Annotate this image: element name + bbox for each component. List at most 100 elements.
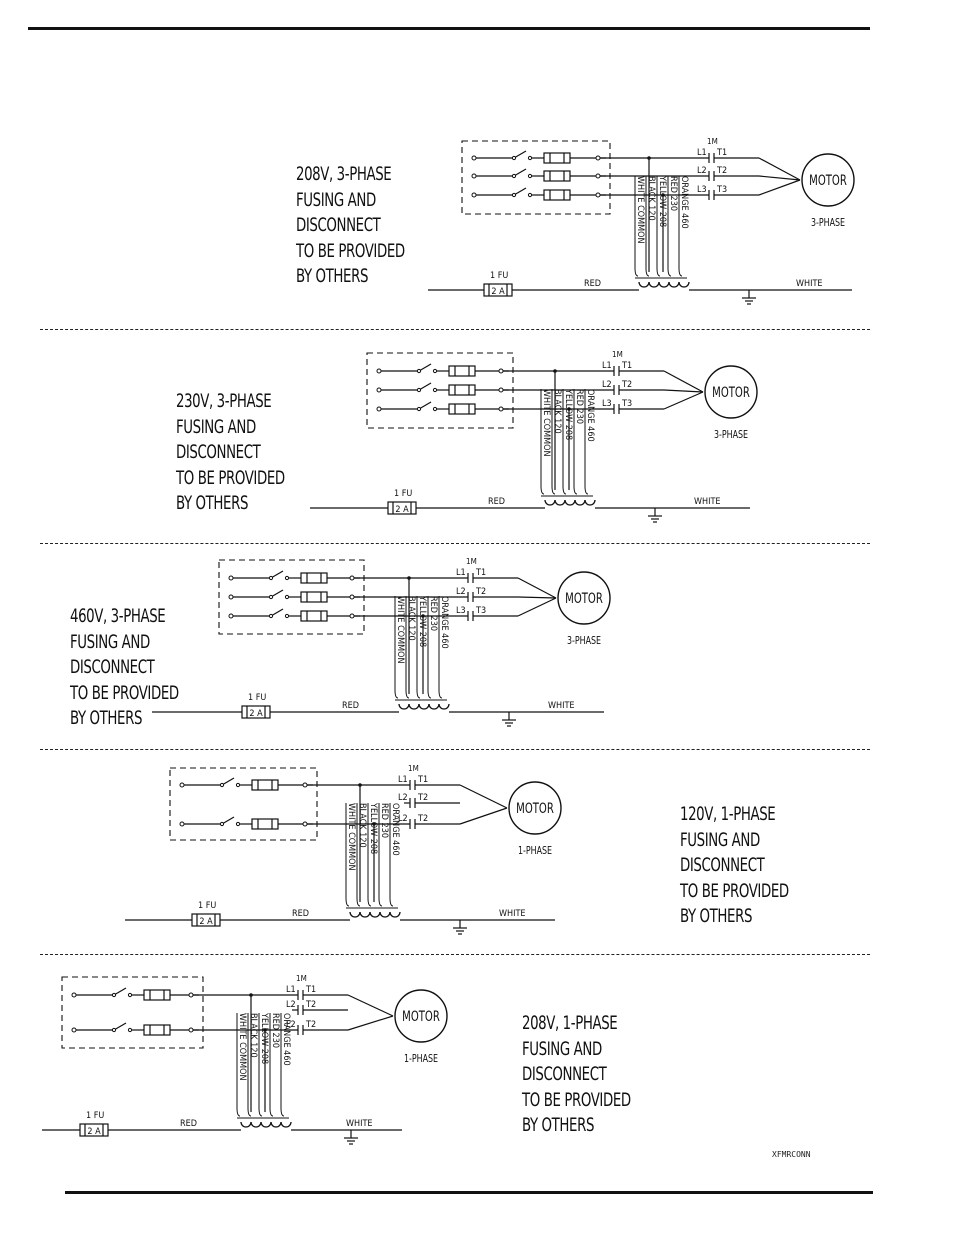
- fuse: [251, 779, 279, 791]
- tap-label: BLACK 120: [406, 596, 416, 641]
- top-rule: [28, 27, 870, 30]
- switch-blade: [113, 1022, 127, 1031]
- line-label: L2: [456, 587, 466, 597]
- switch-blade: [270, 570, 284, 579]
- caption-line: BY OTHERS: [522, 1114, 595, 1136]
- caption-d5: 208V, 1-PHASE FUSING AND DISCONNECT TO B…: [522, 1011, 631, 1139]
- secondary-coil: [438, 703, 450, 710]
- switch-blade: [418, 363, 432, 372]
- tap-label: YELLOW 208: [259, 1012, 269, 1064]
- switch-pivot: [416, 406, 422, 412]
- line-label: L2: [697, 166, 707, 176]
- fuse: [448, 365, 476, 377]
- junction-dot: [358, 783, 362, 787]
- switch-contact: [127, 992, 133, 998]
- fuse: [448, 384, 476, 396]
- switch-contact: [284, 575, 290, 581]
- bottom-rule: [65, 1191, 873, 1194]
- fuse-label: 1 FU: [394, 489, 412, 499]
- switch-contact: [527, 192, 533, 198]
- caption-line: BY OTHERS: [70, 707, 143, 729]
- secondary-coil: [379, 911, 391, 918]
- fuse-rating: 2 A: [249, 709, 263, 719]
- switch-blade: [270, 608, 284, 617]
- motor-label: MOTOR: [712, 384, 750, 401]
- tap-label: RED 230: [379, 803, 389, 838]
- caption-line: 208V, 1-PHASE: [522, 1012, 618, 1034]
- terminal-label: T1: [475, 568, 486, 578]
- motor-lead: [663, 389, 704, 393]
- motor-label: MOTOR: [809, 172, 847, 189]
- fuse: [448, 403, 476, 415]
- caption-line: FUSING AND: [176, 415, 256, 438]
- switch-contact: [527, 155, 533, 161]
- tap-label: WHITE COMMON: [237, 1013, 247, 1081]
- tap-label: ORANGE 460: [281, 1013, 291, 1066]
- terminal: [179, 821, 185, 827]
- tap-lead: [269, 1013, 274, 1117]
- caption-line: 230V, 3-PHASE: [176, 390, 272, 412]
- tap-lead: [562, 389, 567, 495]
- motor-symbol: [557, 571, 611, 625]
- phase-label: 3-PHASE: [811, 217, 845, 229]
- terminal: [228, 594, 234, 600]
- motor-lead: [459, 807, 508, 825]
- caption-line: DISCONNECT: [680, 854, 765, 876]
- secondary-coil: [398, 703, 410, 710]
- tap-lead: [678, 176, 683, 277]
- switch-contact: [284, 613, 290, 619]
- motor-lead: [663, 370, 704, 393]
- caption-line: TO BE PROVIDED: [522, 1088, 631, 1111]
- disconnect-enclosure: [61, 976, 204, 1049]
- white-label: WHITE: [694, 497, 721, 507]
- switch-pivot: [416, 387, 422, 393]
- phase-label: 1-PHASE: [518, 845, 552, 857]
- phase-label: 1-PHASE: [404, 1053, 438, 1065]
- secondary-coil: [584, 499, 596, 506]
- terminal: [71, 1027, 77, 1033]
- motor-label: MOTOR: [516, 800, 554, 817]
- terminal: [179, 782, 185, 788]
- secondary-coil: [359, 911, 371, 918]
- terminal-label: T2: [621, 380, 632, 390]
- switch-contact: [284, 594, 290, 600]
- switch-blade: [418, 382, 432, 391]
- tap-label: YELLOW 208: [563, 388, 573, 440]
- fuse-rating: 2 A: [491, 287, 505, 297]
- tap-lead: [345, 803, 350, 907]
- fuse-label: 1 FU: [198, 901, 216, 911]
- caption-line: 120V, 1-PHASE: [680, 803, 776, 825]
- contactor-label: 1M: [466, 557, 477, 566]
- fuse: [543, 152, 571, 164]
- terminal-label: T1: [716, 148, 727, 158]
- tap-lead: [584, 389, 589, 495]
- fuse-label: 1 FU: [86, 1111, 104, 1121]
- tap-lead: [667, 176, 672, 277]
- red-label: RED: [342, 701, 359, 711]
- switch-blade: [418, 401, 432, 410]
- secondary-coil: [240, 1121, 252, 1128]
- tap-label: RED 230: [428, 596, 438, 631]
- terminal: [498, 406, 504, 412]
- secondary-coil: [544, 499, 556, 506]
- secondary-coil: [280, 1121, 292, 1128]
- tap-label: WHITE COMMON: [395, 596, 405, 664]
- terminal: [71, 992, 77, 998]
- junction-dot: [263, 1028, 267, 1032]
- tap-lead: [416, 596, 421, 699]
- terminal-label: T3: [716, 185, 727, 195]
- secondary-coil: [408, 703, 420, 710]
- drawing-code: XFMRCONN: [772, 1150, 811, 1159]
- tap-lead: [645, 176, 650, 277]
- tap-label: ORANGE 460: [439, 596, 449, 649]
- motor-lead: [517, 596, 557, 599]
- tap-label: WHITE COMMON: [346, 803, 356, 871]
- junction-dot: [567, 407, 571, 411]
- motor-label: MOTOR: [565, 590, 603, 607]
- tap-lead: [634, 176, 639, 277]
- motor-symbol: [801, 153, 855, 207]
- tap-lead: [258, 1013, 263, 1117]
- terminal-label: T2: [475, 587, 486, 597]
- terminal: [376, 368, 382, 374]
